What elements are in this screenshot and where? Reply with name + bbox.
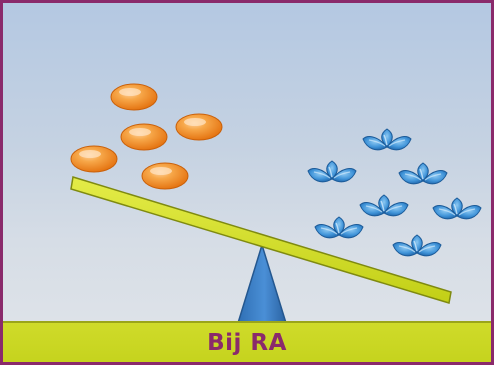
blue-item-6 (314, 216, 364, 239)
ground-strip (3, 321, 491, 362)
blue-item-2 (307, 160, 357, 183)
blue-item-7 (392, 234, 442, 257)
orange-item-5 (141, 162, 189, 190)
balance-scene (70, 83, 482, 324)
orange-item-4 (70, 145, 118, 173)
fulcrum-triangle (236, 242, 288, 324)
blue-item-4 (359, 194, 409, 217)
blue-item-3 (398, 162, 448, 185)
blue-item-5 (432, 197, 482, 220)
blue-item-1 (362, 128, 412, 151)
orange-item-3 (175, 113, 223, 141)
orange-item-1 (110, 83, 158, 111)
balance-beam (70, 176, 452, 304)
orange-item-2 (120, 123, 168, 151)
caption-label: Bij RA (207, 330, 287, 356)
